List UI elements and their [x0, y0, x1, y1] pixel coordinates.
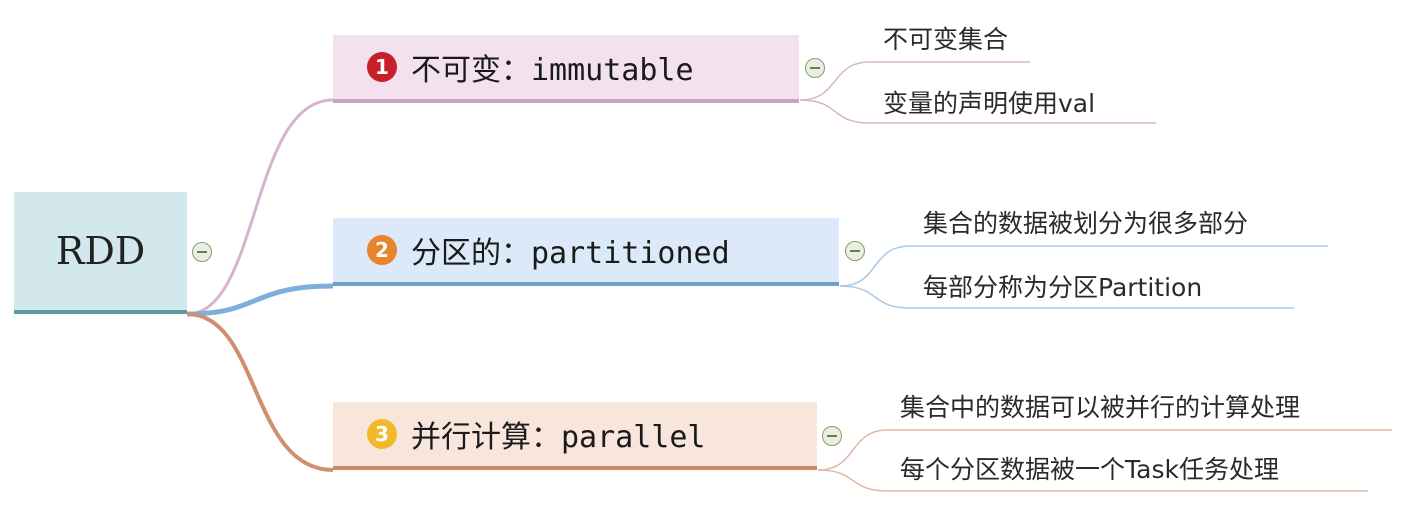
branch-label-partitioned: 分区的：partitioned: [411, 236, 730, 271]
connector-branch-3-leaf-2: [817, 469, 1368, 492]
branch-1-collapse-icon[interactable]: [805, 58, 825, 78]
leaf-immutable-collection[interactable]: 不可变集合: [883, 25, 1009, 54]
leaf-task-per-partition[interactable]: 每个分区数据被一个Task任务处理: [900, 455, 1279, 484]
branch-node-partitioned[interactable]: 2 分区的：partitioned: [333, 218, 839, 286]
connector-root-branch-1: [186, 98, 334, 316]
connector-root-branch-2: [186, 283, 334, 317]
leaf-partition-definition[interactable]: 每部分称为分区Partition: [923, 273, 1203, 302]
connector-branch-1-leaf-2: [799, 99, 1156, 124]
leaf-parallel-computation[interactable]: 集合中的数据可以被并行的计算处理: [900, 393, 1301, 422]
connector-branch-2-leaf-1: [839, 245, 1328, 287]
root-collapse-icon[interactable]: [192, 242, 212, 262]
connector-branch-2-leaf-2: [839, 285, 1294, 309]
connector-branch-3-leaf-1: [817, 429, 1392, 471]
branch-2-collapse-icon[interactable]: [845, 241, 865, 261]
root-node[interactable]: RDD: [14, 192, 187, 314]
branch-label-parallel: 并行计算：parallel: [411, 420, 706, 455]
leaf-val-declaration[interactable]: 变量的声明使用val: [883, 89, 1096, 118]
connector-branch-1-leaf-1: [799, 61, 1030, 101]
connector-root-branch-3: [186, 312, 334, 472]
badge-number-2: 2: [367, 235, 397, 265]
badge-number-1: 1: [367, 52, 397, 82]
leaf-data-split-into-parts[interactable]: 集合的数据被划分为很多部分: [923, 209, 1249, 238]
branch-3-collapse-icon[interactable]: [822, 426, 842, 446]
branch-label-immutable: 不可变：immutable: [411, 53, 694, 88]
root-label: RDD: [55, 229, 146, 273]
badge-number-3: 3: [367, 419, 397, 449]
branch-node-immutable[interactable]: 1 不可变：immutable: [333, 35, 799, 103]
branch-node-parallel[interactable]: 3 并行计算：parallel: [333, 402, 817, 470]
